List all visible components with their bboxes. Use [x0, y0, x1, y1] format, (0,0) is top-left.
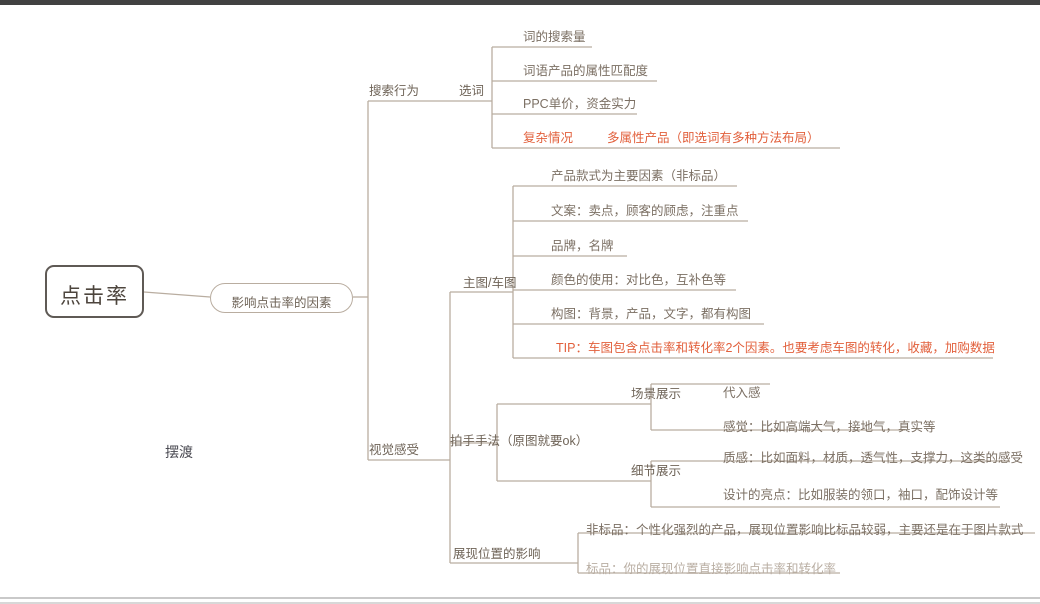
node-detail-display[interactable]: 细节展示: [631, 464, 682, 478]
bottom-divider-line-secondary: [0, 602, 1040, 604]
root-node-label: 点击率: [60, 285, 129, 308]
leaf-copywriting[interactable]: 文案：卖点，顾客的顾虑，注重点: [551, 204, 739, 218]
leaf-attribute-match[interactable]: 词语产品的属性匹配度: [523, 64, 649, 78]
leaf-feeling[interactable]: 感觉：比如高端大气，接地气，真实等: [723, 420, 936, 434]
leaf-texture[interactable]: 质感：比如面料，材质，透气性，支撑力，这类的感受: [723, 451, 1024, 465]
leaf-color-usage[interactable]: 颜色的使用：对比色，互补色等: [551, 273, 727, 287]
leaf-product-style[interactable]: 产品款式为主要因素（非标品）: [551, 169, 727, 183]
node-search-behavior[interactable]: 搜索行为: [369, 84, 420, 98]
leaf-composition[interactable]: 构图：背景，产品，文字，都有构图: [551, 307, 752, 321]
top-chrome-bar: [0, 0, 1040, 5]
root-node[interactable]: 点击率: [45, 265, 144, 318]
leaf-brand[interactable]: 品牌，名牌: [551, 239, 614, 253]
leaf-ppc-price[interactable]: PPC单价，资金实力: [523, 97, 637, 111]
node-display-position[interactable]: 展现位置的影响: [453, 547, 541, 561]
bottom-divider-line: [0, 597, 1040, 599]
leaf-standard-product[interactable]: 标品：你的展现位置直接影响点击率和转化率: [586, 562, 837, 576]
node-shooting-technique[interactable]: 拍手手法（原图就要ok）: [450, 434, 589, 448]
center-node-label: 影响点击率的因素: [231, 296, 332, 310]
leaf-tip-note[interactable]: TIP：车图包含点击率和转化率2个因素。也要考虑车图的转化，收藏，加购数据: [556, 341, 995, 355]
node-main-image[interactable]: 主图/车图: [463, 276, 517, 290]
leaf-immersion[interactable]: 代入感: [723, 386, 761, 400]
leaf-complex-case[interactable]: 复杂情况: [523, 131, 574, 145]
node-keyword-selection[interactable]: 选词: [459, 84, 485, 98]
leaf-nonstandard-product[interactable]: 非标品：个性化强烈的产品，展现位置影响比标品较弱，主要还是在于图片款式: [586, 523, 1024, 537]
node-visual-feeling[interactable]: 视觉感受: [369, 443, 420, 457]
leaf-multi-attribute-product[interactable]: 多属性产品（即选词有多种方法布局）: [607, 131, 820, 145]
watermark-text: 摆渡: [165, 446, 193, 461]
leaf-design-highlight[interactable]: 设计的亮点：比如服装的领口，袖口，配饰设计等: [723, 488, 999, 502]
leaf-search-volume[interactable]: 词的搜索量: [523, 30, 586, 44]
node-scene-display[interactable]: 场景展示: [631, 387, 682, 401]
center-node[interactable]: 影响点击率的因素: [210, 283, 353, 313]
